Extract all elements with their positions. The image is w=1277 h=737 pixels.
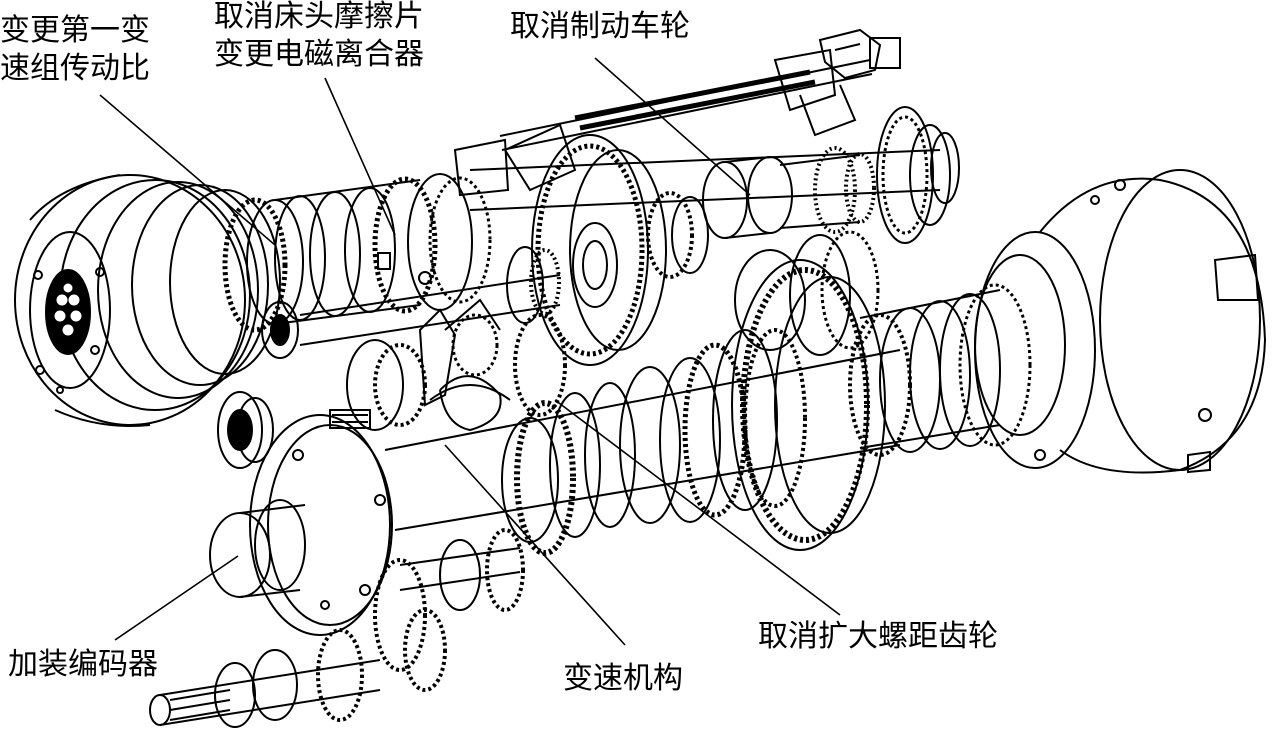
callout-brake: 取消制动车轮 [510,9,690,44]
shift-mechanism [329,298,567,432]
callout-ratio-line1: 变更第一变 [0,13,150,48]
leader-pitch-gear [554,399,841,616]
rear-gear-right [876,106,960,244]
callout-ratio-line2: 速组传动比 [0,51,150,86]
middle-shaft [299,246,561,346]
leader-encoder [114,555,239,641]
leader-clutch [324,77,396,236]
chuck [974,169,1267,474]
callout-shift: 变速机构 [563,661,683,696]
main-spindle [384,328,901,556]
callout-encoder: 加装编码器 [8,647,158,682]
callout-clutch-line2: 变更电磁离合器 [214,37,424,72]
leader-brake [594,57,751,196]
callout-ratio: 变更第一变 速组传动比 [0,12,150,88]
pulley [14,174,281,427]
callout-pitch-gear: 取消扩大螺距齿轮 [758,619,998,654]
callout-clutch-line1: 取消床头摩擦片 [214,0,424,34]
left-bearings [217,301,299,469]
upper-shaft [453,123,941,211]
leader-ratio [99,94,276,246]
brake-sleeve [702,146,876,239]
big-lower-gear [731,249,886,551]
lower-shaft [149,528,525,728]
encoder-flange [209,414,393,636]
mid-gears [646,191,880,356]
fork-rod [499,28,901,151]
callout-clutch: 取消床头摩擦片 变更电磁离合器 [214,0,424,74]
large-upper-gear [531,134,667,366]
right-clutch [848,283,1032,457]
